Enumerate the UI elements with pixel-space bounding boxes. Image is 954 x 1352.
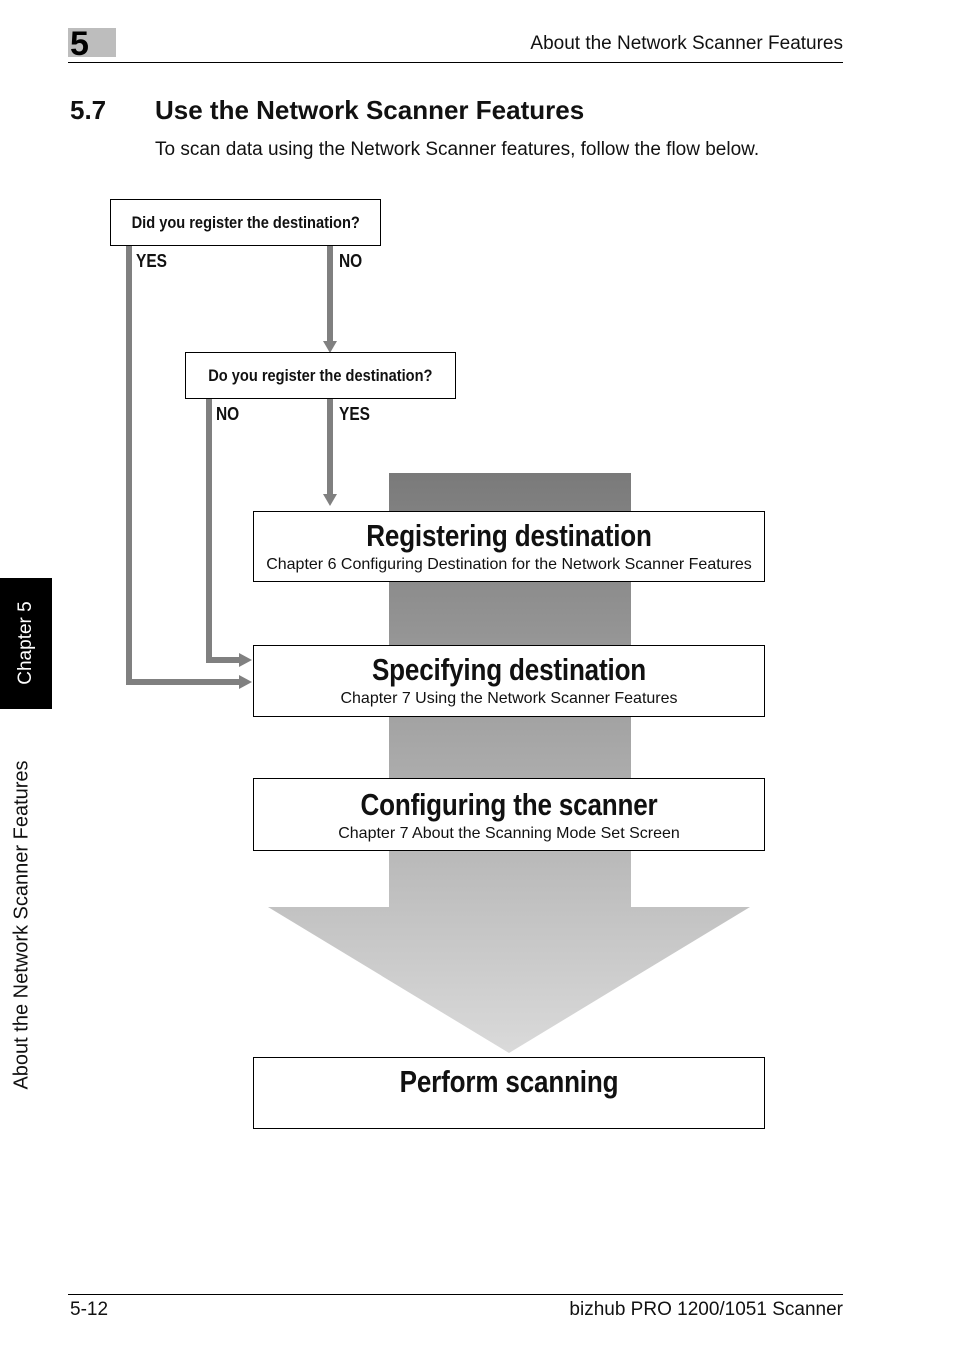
header-divider — [68, 62, 843, 63]
step-specifying-destination: Specifying destination Chapter 7 Using t… — [253, 645, 765, 717]
product-name: bizhub PRO 1200/1051 Scanner — [569, 1299, 843, 1320]
chapter-number: 5 — [70, 25, 89, 63]
page-number: 5-12 — [70, 1299, 109, 1320]
question-registered-box: Did you register the destination? — [110, 199, 381, 246]
running-header-title: About the Network Scanner Features — [530, 33, 843, 54]
step-registering-title: Registering destination — [366, 518, 652, 553]
connector-q2-no — [206, 398, 240, 663]
step-specifying-title: Specifying destination — [371, 652, 647, 687]
section-number: 5.7 — [70, 95, 107, 125]
q1-yes-label: YES — [136, 251, 167, 271]
step-registering-destination: Registering destination Chapter 6 Config… — [253, 511, 765, 582]
step-registering-subtitle: Chapter 6 Configuring Destination for th… — [266, 556, 752, 573]
chapter-number-block — [68, 28, 116, 57]
question-register-box: Do you register the destination? — [185, 352, 456, 399]
question-registered-text: Did you register the destination? — [131, 212, 360, 232]
step-perform-scanning: Perform scanning — [253, 1057, 765, 1129]
q2-no-label: NO — [216, 404, 240, 424]
connector-q1-yes — [126, 246, 240, 685]
step-configuring-subtitle: Chapter 7 About the Scanning Mode Set Sc… — [338, 825, 680, 842]
flow-direction-arrow — [268, 473, 750, 1053]
step-perform-title: Perform scanning — [399, 1064, 619, 1099]
arrowhead-q2-no — [239, 653, 252, 667]
arrowhead-q1-yes — [239, 675, 252, 689]
section-title: Use the Network Scanner Features — [155, 95, 585, 125]
question-register-text: Do you register the destination? — [208, 365, 433, 385]
step-configuring-title: Configuring the scanner — [360, 787, 658, 822]
chapter-side-tab — [0, 578, 52, 709]
footer-divider — [68, 1294, 843, 1295]
arrowhead-q2-yes — [323, 494, 337, 506]
q2-yes-label: YES — [339, 404, 370, 424]
step-specifying-subtitle: Chapter 7 Using the Network Scanner Feat… — [340, 690, 678, 707]
arrowhead-q1-no — [323, 341, 337, 353]
q1-no-label: NO — [339, 251, 363, 271]
step-configuring-scanner: Configuring the scanner Chapter 7 About … — [253, 778, 765, 851]
intro-paragraph: To scan data using the Network Scanner f… — [155, 139, 760, 160]
